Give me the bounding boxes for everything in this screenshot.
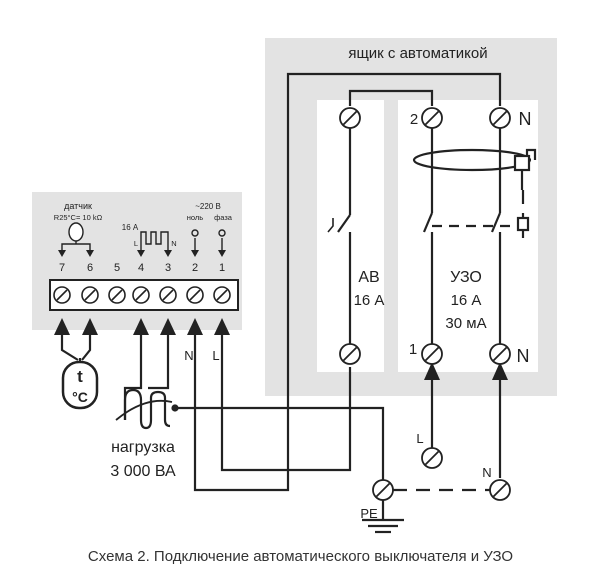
breaker-rating: 16 А (354, 292, 385, 309)
wires (60, 72, 537, 534)
terminal-number: 2 (192, 262, 198, 274)
rcd-terminal-bottom-right: N (517, 346, 530, 366)
terminal-numbers: 7 6 5 4 3 2 1 (59, 262, 225, 274)
wire-n-label: N (184, 348, 193, 363)
wire-l-label: L (212, 348, 219, 363)
sensor-spec: R25°C= 10 kΩ (54, 213, 103, 222)
rcd-leakage: 30 мА (445, 315, 486, 332)
load-l-letter: L (134, 239, 138, 248)
figure-caption: Схема 2. Подключение автоматического вык… (87, 548, 514, 565)
terminal-number: 6 (87, 262, 93, 274)
terminal-number: 4 (138, 262, 144, 274)
arrows (54, 318, 508, 380)
terminal-number: 5 (114, 262, 120, 274)
rcd-terminal-top-right: N (519, 109, 532, 129)
box-title: ящик с автоматикой (348, 45, 487, 62)
sensor-label: датчик (64, 201, 92, 211)
load-n-letter: N (171, 239, 176, 248)
rcd-rating: 16 А (451, 292, 482, 309)
load-label: нагрузка (111, 439, 175, 456)
rcd-terminal-bottom-left: 1 (409, 341, 417, 358)
terminal-number: 3 (165, 262, 171, 274)
thermostat-small-arrows (58, 250, 226, 257)
terminal-number: 7 (59, 262, 65, 274)
sensor-probe-symbol: t (77, 367, 83, 386)
n-input-label: N (482, 465, 491, 480)
terminal-number: 1 (219, 262, 225, 274)
null-label: ноль (187, 213, 204, 222)
l-input-label: L (416, 431, 423, 446)
thermostat-symbols (61, 222, 226, 252)
load-heater (115, 388, 179, 430)
sensor-probe-unit: °С (72, 389, 88, 405)
supply-label: ~220 В (195, 202, 221, 211)
rcd-name: УЗО (450, 269, 482, 286)
pe-label: PE (360, 506, 378, 521)
breaker-name: АВ (358, 269, 379, 286)
phase-label: фаза (214, 213, 233, 222)
load-current-label: 16 А (122, 223, 139, 232)
temperature-sensor: t °С (61, 360, 99, 410)
rcd-terminal-top-left: 2 (410, 111, 418, 128)
rcd-panel (398, 100, 538, 372)
load-power: 3 000 ВА (110, 463, 176, 480)
